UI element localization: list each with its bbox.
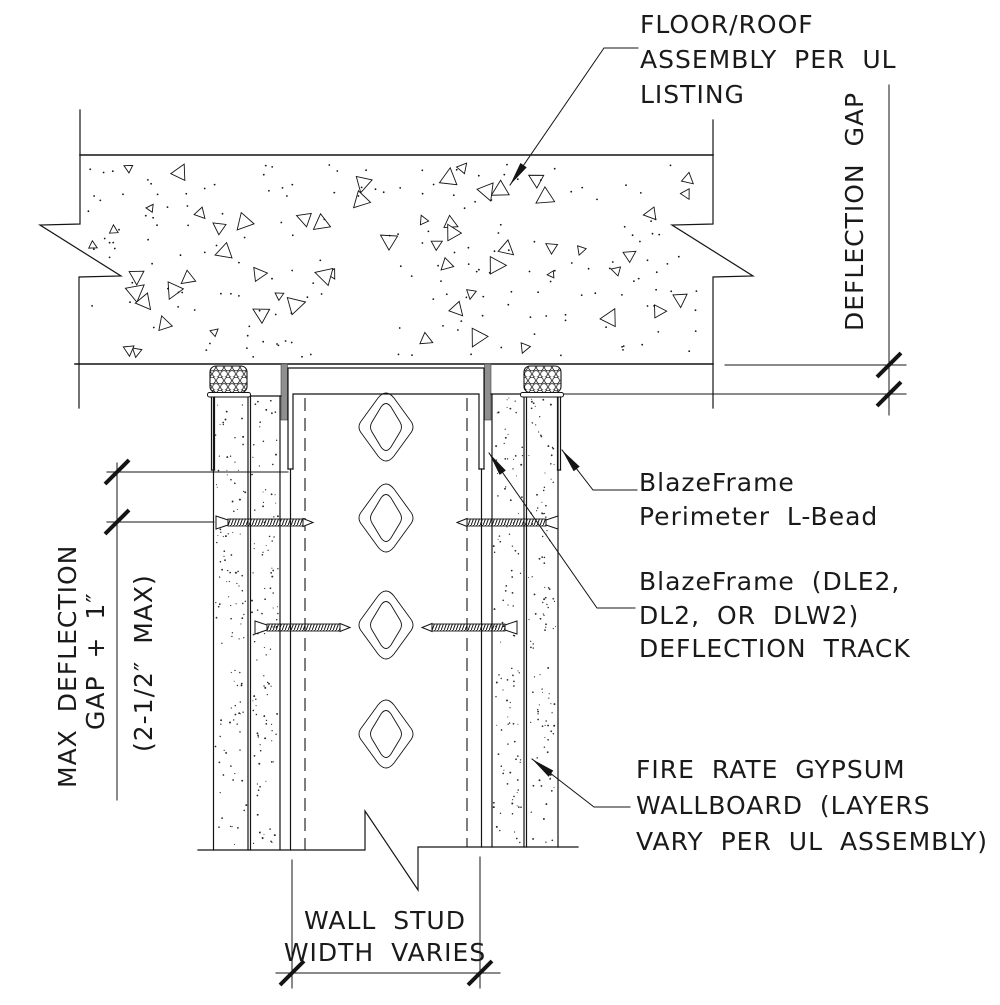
slab-break-right: [669, 119, 755, 409]
gypsum-wallboard: [212, 393, 559, 851]
callout-gypsum-wallboard: FIRE RATE GYPSUM WALLBOARD (LAYERS VARY …: [531, 755, 988, 856]
stud-punchout-3: [358, 590, 414, 660]
screw-mid-right: [420, 620, 518, 635]
stud-punchout-2: [358, 483, 414, 553]
dim-tick: [466, 959, 494, 987]
deflection-track-label-line1: BlazeFrame (DLE2,: [639, 567, 900, 596]
screw-top-right: [455, 515, 559, 530]
dim-tick: [103, 508, 131, 536]
floor-roof-label-line1: FLOOR/ROOF: [640, 10, 814, 39]
deflection-gap-label: DEFLECTION GAP: [840, 92, 869, 331]
wall-stud-label-line1: WALL STUD: [304, 906, 466, 935]
deflection-track-label-line3: DEFLECTION TRACK: [639, 634, 911, 663]
concrete-aggregate-texture: [87, 162, 698, 359]
slab-break-left: [38, 109, 124, 409]
l-bead-left: [207, 392, 251, 471]
max-deflection-label-line2: GAP + 1″: [81, 592, 110, 730]
dimension-wall-stud-width: WALL STUD WIDTH VARIES: [275, 856, 501, 989]
gypsum-label-line3: VARY PER UL ASSEMBLY): [636, 827, 988, 856]
floor-roof-label-line3: LISTING: [640, 80, 745, 109]
callout-perimeter-l-bead: BlazeFrame Perimeter L-Bead: [561, 449, 878, 531]
wall-stud-label-line2: WIDTH VARIES: [284, 938, 486, 967]
wall-stud: [289, 392, 483, 851]
concrete-slab: [38, 109, 755, 409]
dimension-deflection-gap: DEFLECTION GAP: [563, 84, 907, 416]
callout-floor-roof-assembly: FLOOR/ROOF ASSEMBLY PER UL LISTING: [509, 10, 897, 186]
leader-line: [531, 758, 631, 808]
max-deflection-label-line3: (2-1/2″ MAX): [129, 574, 158, 752]
gypsum-label-line1: FIRE RATE GYPSUM: [636, 755, 906, 784]
dim-tick: [103, 458, 131, 486]
stud-punchout-1: [358, 392, 414, 462]
gypsum-label-line2: WALLBOARD (LAYERS: [636, 791, 931, 820]
wall-break-bottom: [197, 809, 579, 892]
dim-tick: [278, 959, 306, 987]
l-bead-label-line1: BlazeFrame: [639, 468, 795, 497]
deflection-track: [287, 367, 485, 470]
leader-line: [488, 452, 636, 609]
stud-punchout-4: [358, 699, 414, 769]
floor-roof-label-line2: ASSEMBLY PER UL: [640, 45, 897, 74]
intumescent-strip-left: [280, 363, 288, 421]
deflection-track-label-line2: DL2, OR DLW2): [639, 601, 859, 630]
gypsum-texture: [214, 397, 557, 845]
l-bead-right: [520, 392, 564, 471]
firesafing-right: [523, 365, 562, 394]
l-bead-label-line2: Perimeter L-Bead: [639, 502, 878, 531]
max-deflection-label-line1: MAX DEFLECTION: [53, 545, 82, 788]
leader-line: [561, 449, 638, 491]
dim-tick: [875, 351, 903, 379]
track-inner-profile: [292, 393, 480, 470]
screw-top-left: [215, 515, 315, 530]
dimension-max-deflection: MAX DEFLECTION GAP + 1″ (2-1/2″ MAX): [53, 458, 289, 801]
dim-tick: [875, 380, 903, 408]
intumescent-strip-right: [484, 363, 492, 421]
callout-deflection-track: BlazeFrame (DLE2, DL2, OR DLW2) DEFLECTI…: [488, 452, 911, 663]
leader-line: [509, 47, 639, 186]
screw-mid-left: [254, 620, 352, 635]
track-outer-profile: [287, 367, 485, 470]
firesafing-left: [209, 365, 248, 394]
